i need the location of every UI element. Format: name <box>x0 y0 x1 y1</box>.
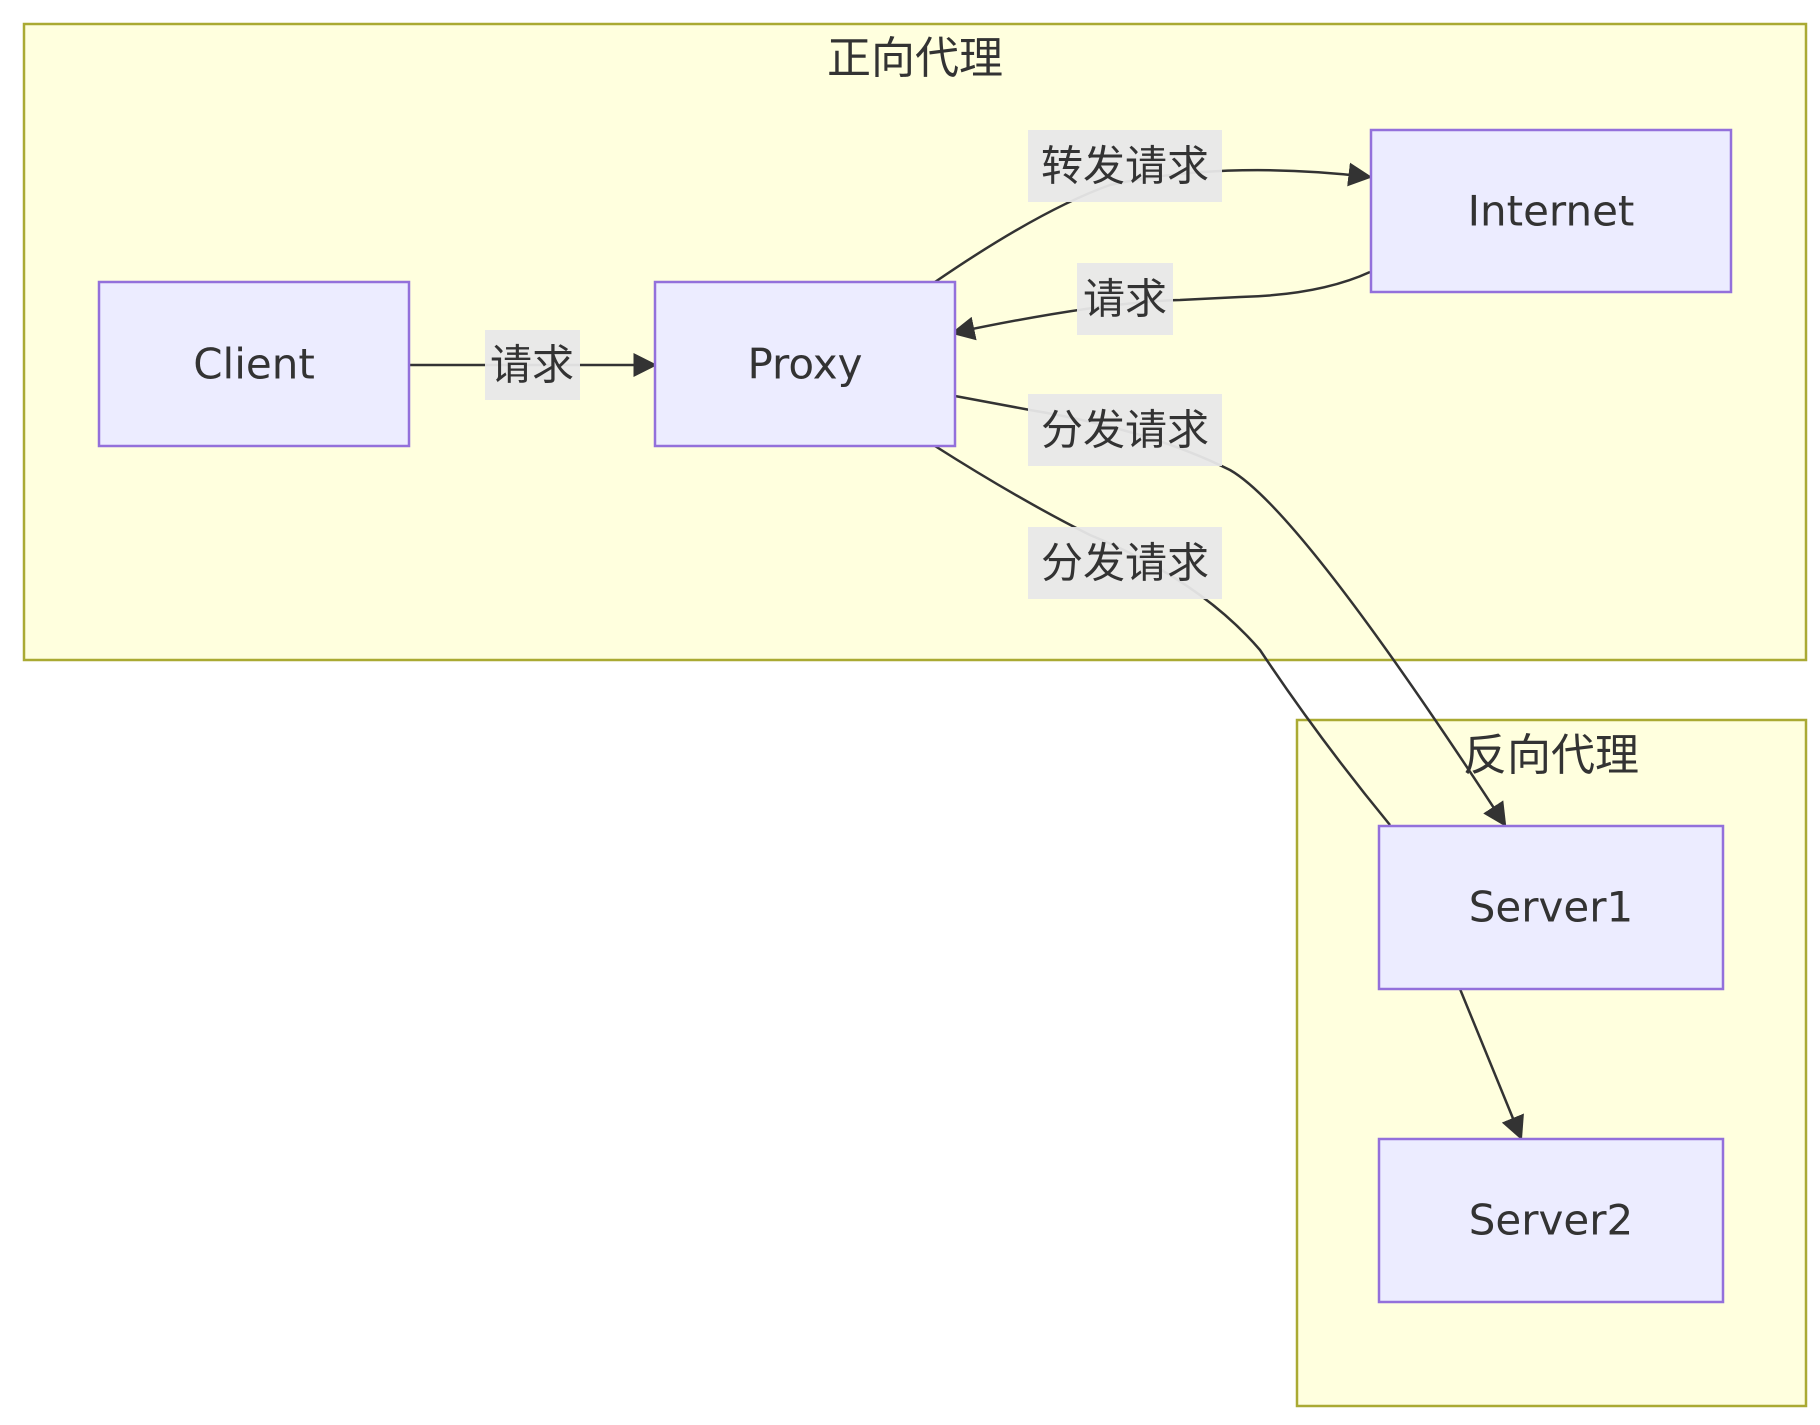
node-client: Client <box>97 280 411 448</box>
node-proxy: Proxy <box>653 280 957 448</box>
edge-label-internet-proxy: 请求 <box>1077 263 1173 335</box>
edge-label-client-proxy: 请求 <box>485 330 580 400</box>
edge-labels: 请求 转发请求 请求 分发请求 分发请求 <box>485 130 1222 599</box>
svg-text:Internet: Internet <box>1468 187 1635 236</box>
edge-label-proxy-server1: 分发请求 <box>1028 394 1222 466</box>
edge-label-proxy-internet: 转发请求 <box>1028 130 1222 202</box>
node-internet: Internet <box>1369 128 1733 294</box>
svg-text:Server1: Server1 <box>1469 883 1633 932</box>
svg-text:Client: Client <box>193 340 315 389</box>
edge-internet-proxy <box>950 270 1371 341</box>
cluster-reverse-title: 反向代理 <box>1463 730 1639 781</box>
svg-text:分发请求: 分发请求 <box>1041 539 1209 588</box>
svg-text:Server2: Server2 <box>1469 1196 1633 1245</box>
edge-server1-server2 <box>1458 988 1524 1141</box>
svg-text:分发请求: 分发请求 <box>1041 406 1209 455</box>
svg-text:Proxy: Proxy <box>747 340 862 389</box>
svg-text:转发请求: 转发请求 <box>1041 142 1209 191</box>
node-server2: Server2 <box>1377 1137 1725 1304</box>
edge-label-proxy-server2: 分发请求 <box>1028 527 1222 599</box>
svg-text:请求: 请求 <box>1083 275 1167 324</box>
cluster-forward-title: 正向代理 <box>827 33 1003 84</box>
node-server1: Server1 <box>1377 824 1725 991</box>
svg-text:请求: 请求 <box>490 341 574 390</box>
